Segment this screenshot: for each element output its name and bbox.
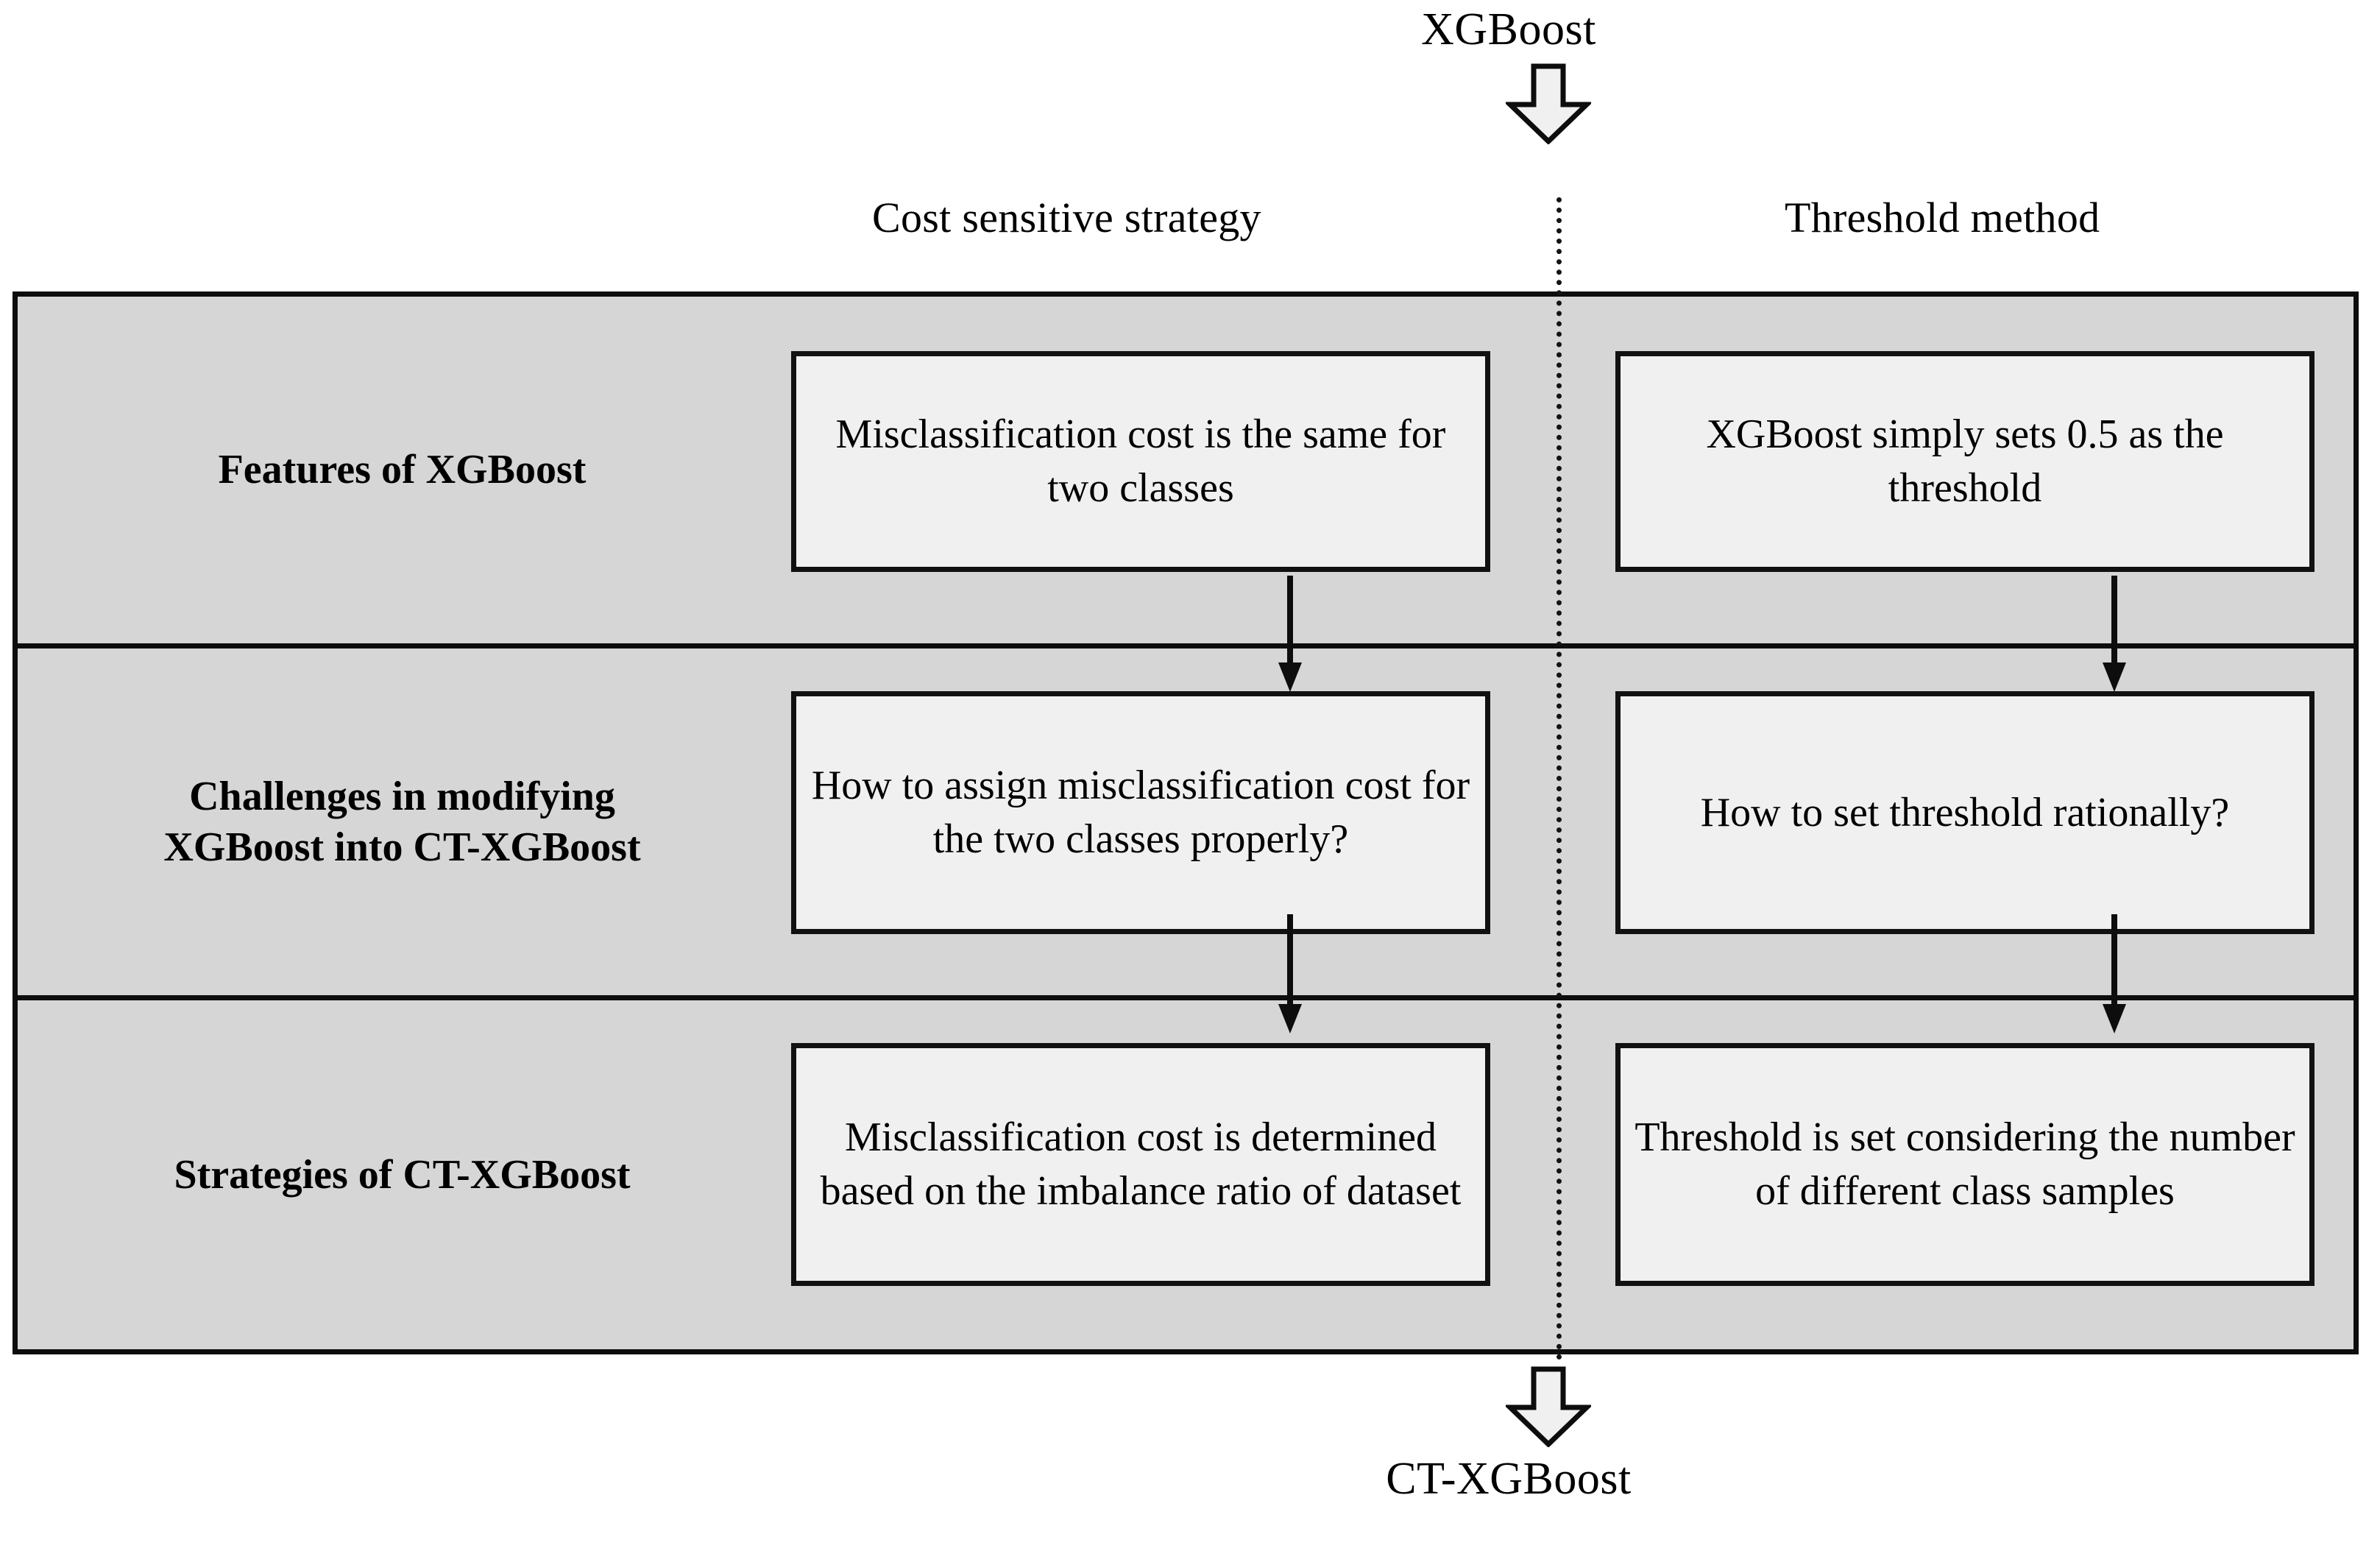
cell-features-threshold: XGBoost simply sets 0.5 as the threshold	[1615, 351, 2315, 572]
comparison-matrix: Features of XGBoost Misclassification co…	[13, 291, 2359, 1354]
output-model-label: CT-XGBoost	[1386, 1454, 1632, 1504]
cell-features-cost-sensitive: Misclassification cost is the same for t…	[791, 351, 1490, 572]
column-header-cost-sensitive-strategy: Cost sensitive strategy	[872, 194, 1261, 241]
row-label-line-1: Challenges in modifying	[189, 774, 615, 820]
cell-strategies-cost-sensitive: Misclassification cost is determined bas…	[791, 1043, 1490, 1286]
block-arrow-down-icon-bottom	[1506, 1366, 1591, 1447]
column-header-threshold-method: Threshold method	[1785, 194, 2100, 241]
block-arrow-down-icon-top	[1506, 63, 1591, 144]
arrow-down-icon-left-row2	[1275, 914, 1305, 1035]
row-label-challenges-in-modifying: Challenges in modifying XGBoost into CT-…	[18, 648, 787, 995]
cell-challenges-cost-sensitive: How to assign misclassification cost for…	[791, 691, 1490, 934]
arrow-down-icon-right-row1	[2100, 576, 2129, 693]
arrow-down-icon-right-row2	[2100, 914, 2129, 1035]
cell-challenges-threshold: How to set threshold rationally?	[1615, 691, 2315, 934]
row-label-line-2: XGBoost into CT-XGBoost	[163, 824, 641, 870]
cell-strategies-threshold: Threshold is set considering the number …	[1615, 1043, 2315, 1286]
vertical-dotted-divider	[1556, 197, 1562, 1360]
matrix-row: Features of XGBoost Misclassification co…	[18, 297, 2354, 648]
row-label-features-of-xgboost: Features of XGBoost	[218, 447, 587, 493]
arrow-down-icon-left-row1	[1275, 576, 1305, 693]
matrix-row: Strategies of CT-XGBoost Misclassificati…	[18, 1000, 2354, 1349]
row-label-strategies-of-ct-xgboost: Strategies of CT-XGBoost	[174, 1151, 631, 1198]
matrix-row: Challenges in modifying XGBoost into CT-…	[18, 648, 2354, 1000]
input-model-label: XGBoost	[1421, 4, 1596, 54]
